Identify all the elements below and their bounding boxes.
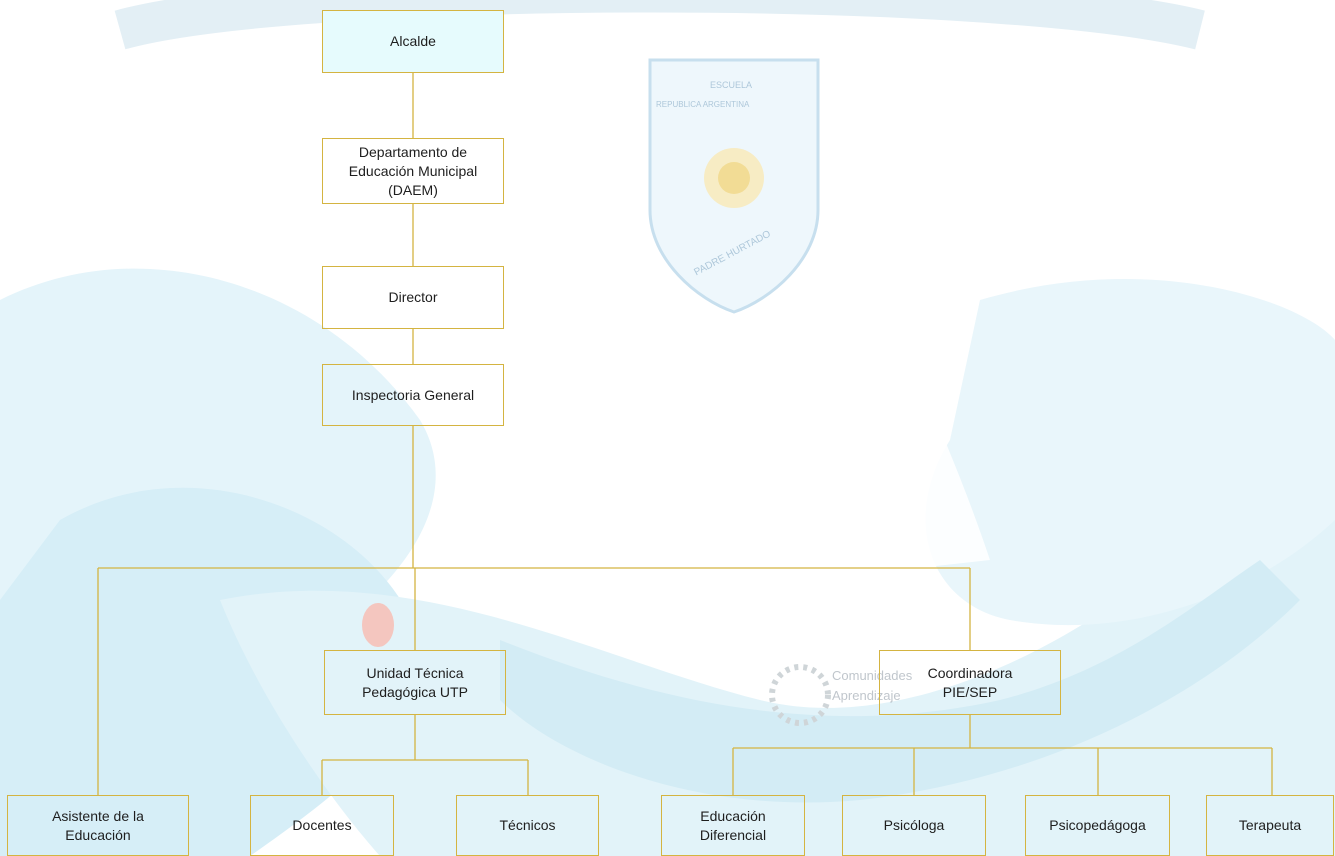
node-inspectoria-general-label: Inspectoria General [351, 386, 475, 403]
node-asistente-educacion-label: Asistente de la Educación [52, 807, 144, 843]
node-director-label: Director [388, 289, 438, 305]
node-terapeuta: Terapeuta [1206, 795, 1334, 856]
node-alcalde: Alcalde [322, 10, 504, 73]
red-logo-watermark [362, 603, 394, 647]
badge-text-republica: REPUBLICA ARGENTINA [656, 100, 750, 109]
node-tecnicos: Técnicos [456, 795, 599, 856]
node-utp: Unidad Técnica Pedagógica UTP [324, 650, 506, 715]
logo-text-aprendizaje: Aprendizaje [832, 688, 901, 703]
node-tecnicos-label: Técnicos [499, 817, 556, 833]
node-coordinadora: Coordinadora PIE/SEP [879, 650, 1061, 715]
badge-text-escuela: ESCUELA [710, 80, 753, 90]
node-daem: Departamento de Educación Municipal (DAE… [322, 138, 504, 204]
node-docentes: Docentes [250, 795, 394, 856]
node-docentes-label: Docentes [292, 817, 352, 833]
school-badge-watermark [648, 58, 820, 314]
node-educacion-diferencial-label: Educación Diferencial [699, 807, 767, 843]
node-alcalde-label: Alcalde [390, 33, 436, 49]
node-educacion-diferencial: Educación Diferencial [661, 795, 805, 856]
node-psicologa: Psicóloga [842, 795, 986, 856]
logo-text-comunidades: Comunidades [832, 668, 913, 683]
node-psicologa-label: Psicóloga [883, 817, 945, 833]
node-terapeuta-label: Terapeuta [1238, 817, 1302, 833]
node-director: Director [322, 266, 504, 329]
node-daem-label: Departamento de Educación Municipal (DAE… [348, 143, 478, 198]
node-utp-label: Unidad Técnica Pedagógica UTP [362, 664, 468, 700]
node-inspectoria-general: Inspectoria General [322, 364, 504, 426]
node-psicopedagoga: Psicopedágoga [1025, 795, 1170, 856]
node-psicopedagoga-label: Psicopedágoga [1049, 817, 1146, 833]
node-asistente-educacion: Asistente de la Educación [7, 795, 189, 856]
comunidades-logo-watermark [769, 664, 831, 726]
node-coordinadora-label: Coordinadora PIE/SEP [927, 664, 1013, 700]
